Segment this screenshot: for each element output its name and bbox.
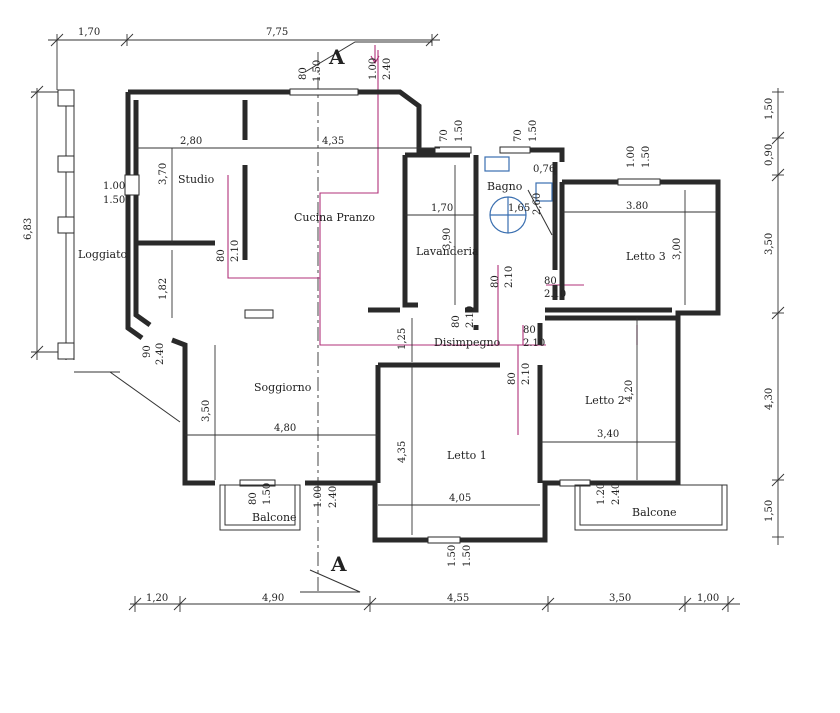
- section-mark-top: A: [328, 45, 345, 69]
- dim-lav-width: 1,70: [431, 203, 453, 214]
- room-labels: Studio Cucina Pranzo Loggiato Soggiorno …: [78, 173, 677, 524]
- dim-top-1: 1,70: [78, 27, 100, 38]
- dim-bagno-2: 2,60: [532, 193, 543, 215]
- dim-letto1-door-2: 2.10: [521, 363, 532, 385]
- dim-balcone-left-2: 1.50: [262, 483, 273, 505]
- dim-bottom-5: 1,00: [697, 593, 719, 604]
- dim-bagno-width: 0,76: [533, 164, 555, 175]
- dim-lav-door-2: 2.10: [465, 306, 476, 328]
- dim-letto3-height: 3,00: [672, 238, 683, 260]
- room-label-soggiorno: Soggiorno: [254, 381, 312, 394]
- dim-letto2-door-2: 2.10: [523, 338, 545, 349]
- dim-soggiorno-bottom-door-2: 2.40: [328, 486, 339, 508]
- balconies: [219, 484, 728, 531]
- dim-soggiorno-height: 3,50: [201, 400, 212, 422]
- interior-dimension-lines: [136, 147, 718, 535]
- dim-letto3-door-1: 80: [544, 276, 557, 287]
- dim-studio-door-2: 2.10: [230, 240, 241, 262]
- dim-lav-window-1: 70: [439, 129, 450, 142]
- loggiato-columns: [57, 89, 181, 423]
- dim-bottom-3: 4,55: [447, 593, 469, 604]
- dim-soggiorno-door-1: 90: [142, 345, 153, 358]
- dim-bagno-window-1: 70: [513, 129, 524, 142]
- vertical-dimension-texts: 6,83 1,50 0,90 3,50 4,30 1,50 3,70 80 1.…: [23, 58, 775, 567]
- dim-bottom-2: 4,90: [262, 593, 284, 604]
- room-label-balcone-right: Balcone: [632, 506, 677, 519]
- dim-studio-width: 2,80: [180, 136, 202, 147]
- walls: [125, 89, 721, 543]
- dim-cucina-width: 4,35: [322, 136, 344, 147]
- room-label-bagno: Bagno: [487, 180, 523, 193]
- dim-right-5: 1,50: [764, 500, 775, 522]
- dim-right-3: 3,50: [764, 233, 775, 255]
- dim-soggiorno-door-2: 2.40: [155, 343, 166, 365]
- section-line: [300, 41, 432, 593]
- dim-right-1: 1,50: [764, 98, 775, 120]
- dim-right-4: 4,30: [764, 388, 775, 410]
- room-label-cucina-pranzo: Cucina Pranzo: [294, 211, 375, 224]
- dim-top-2: 7,75: [266, 27, 288, 38]
- dim-bottom-1: 1,20: [146, 593, 168, 604]
- dim-letto2-door-1: 80: [523, 325, 536, 336]
- dim-letto3-window-1: 1.00: [626, 146, 637, 168]
- dim-lav-height: 3,90: [442, 228, 453, 250]
- room-label-letto-2: Letto 2: [585, 394, 625, 407]
- dim-letto2-height: 4,20: [624, 380, 635, 402]
- dim-top-window-2: 1.50: [312, 60, 323, 82]
- dim-small-height: 1,82: [158, 278, 169, 300]
- dim-letto2-width: 3,40: [597, 429, 619, 440]
- dim-balcone-right-1: 1.20: [596, 483, 607, 505]
- room-label-letto-1: Letto 1: [447, 449, 487, 462]
- openings: [124, 88, 661, 544]
- room-label-letto-3: Letto 3: [626, 250, 666, 263]
- dim-loggia-window-1: 1.00: [103, 181, 125, 192]
- room-label-balcone-left: Balcone: [252, 511, 297, 524]
- dim-right-2: 0,90: [764, 144, 775, 166]
- dim-letto3-window-2: 1.50: [641, 146, 652, 168]
- dim-bagno-window-2: 1.50: [528, 120, 539, 142]
- dim-letto1-window-2: 1.50: [462, 545, 473, 567]
- dim-lav-door-1: 80: [451, 315, 462, 328]
- dim-top-window-1: 80: [298, 67, 309, 80]
- dim-cucina-door-1: 1.00: [368, 58, 379, 80]
- dim-disimpegno-height: 1,25: [397, 328, 408, 350]
- dim-bagno-door-2: 2.10: [504, 266, 515, 288]
- dim-balcone-left-1: 80: [248, 492, 259, 505]
- room-label-lavanderia: Lavanderia: [416, 245, 479, 258]
- room-label-studio: Studio: [178, 173, 215, 186]
- bathroom-fixtures: [484, 156, 553, 236]
- dim-letto3-door-2: 2.10: [544, 289, 566, 300]
- dimension-lines: [30, 33, 785, 612]
- dim-bottom-4: 3,50: [609, 593, 631, 604]
- room-label-disimpegno: Disimpegno: [434, 336, 501, 349]
- dim-letto3-width: 3.80: [626, 201, 648, 212]
- dim-bagno-door-1: 80: [490, 275, 501, 288]
- dim-left-total: 6,83: [23, 218, 34, 240]
- dim-studio-door-1: 80: [216, 249, 227, 262]
- dim-letto1-height: 4,35: [397, 441, 408, 463]
- dim-soggiorno-bottom-door-1: 1.00: [313, 486, 324, 508]
- dimension-texts: 1,70 7,75 1,20 4,90 4,55 3,50 1,00 2,80 …: [78, 27, 719, 604]
- dim-bagno-1: 1,65: [508, 203, 530, 214]
- dim-lav-window-2: 1.50: [454, 120, 465, 142]
- dim-studio-height: 3,70: [158, 163, 169, 185]
- dim-letto1-width: 4,05: [449, 493, 471, 504]
- dim-loggia-window-2: 1.50: [103, 195, 125, 206]
- room-label-loggiato: Loggiato: [78, 248, 128, 261]
- dim-letto1-door-1: 80: [507, 372, 518, 385]
- dim-soggiorno-width: 4,80: [274, 423, 296, 434]
- dim-cucina-door-2: 2.40: [382, 58, 393, 80]
- dim-letto1-window-1: 1.50: [447, 545, 458, 567]
- installation-lines: [227, 45, 638, 435]
- section-mark-bottom: A: [330, 552, 347, 576]
- dim-balcone-right-2: 2.40: [611, 483, 622, 505]
